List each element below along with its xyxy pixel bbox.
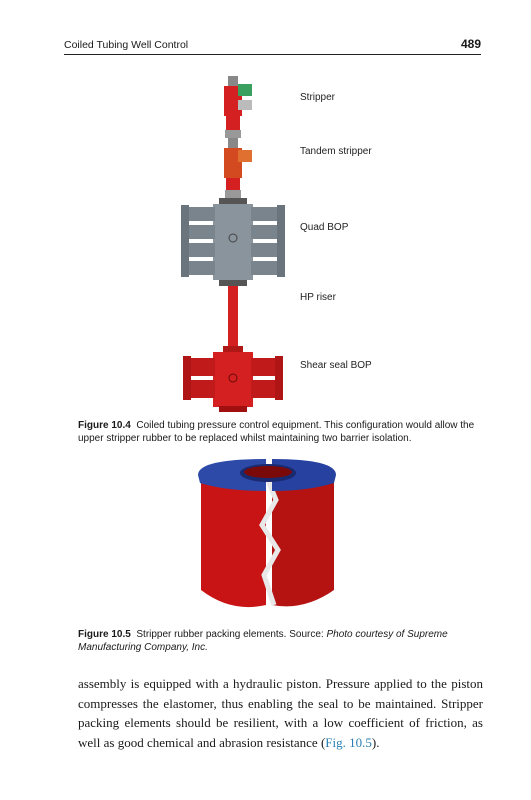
figure-label: Figure 10.4 — [78, 420, 131, 431]
page-number: 489 — [460, 37, 481, 51]
figure-label: Figure 10.5 — [78, 629, 131, 640]
caption-source: Photo courtesy of Supreme Manufacturing … — [78, 629, 448, 653]
figure-10-5-caption: Figure 10.5 Stripper rubber packing elem… — [78, 628, 483, 654]
label-stripper: Stripper — [300, 92, 336, 103]
stripper-rubber-packing-elements-photo — [198, 459, 336, 608]
header-rule — [64, 54, 481, 55]
figure-reference-link[interactable]: Fig. 10.5 — [325, 734, 372, 750]
page-header: Coiled Tubing Well Control 489 — [64, 37, 481, 55]
caption-text: Stripper rubber packing elements. Source… — [136, 629, 324, 640]
label-shear-seal-bop: Shear seal BOP — [300, 360, 372, 371]
paragraph-text-end: ). — [371, 734, 380, 750]
pressure-control-stack-illustration — [181, 76, 285, 412]
figure-10-4-caption: Figure 10.4 Coiled tubing pressure contr… — [78, 419, 483, 445]
label-tandem-stripper: Tandem stripper — [300, 146, 372, 157]
running-head: Coiled Tubing Well Control — [64, 39, 189, 51]
label-hp-riser: HP riser — [300, 292, 336, 303]
caption-text: Coiled tubing pressure control equipment… — [78, 420, 475, 444]
label-quad-bop: Quad BOP — [300, 222, 349, 233]
body-paragraph: assembly is equipped with a hydraulic pi… — [78, 674, 483, 752]
figure-10-4: Stripper Tandem stripper Quad BOP HP ris… — [0, 70, 531, 412]
paragraph-text: assembly is equipped with a hydraulic pi… — [78, 676, 483, 750]
